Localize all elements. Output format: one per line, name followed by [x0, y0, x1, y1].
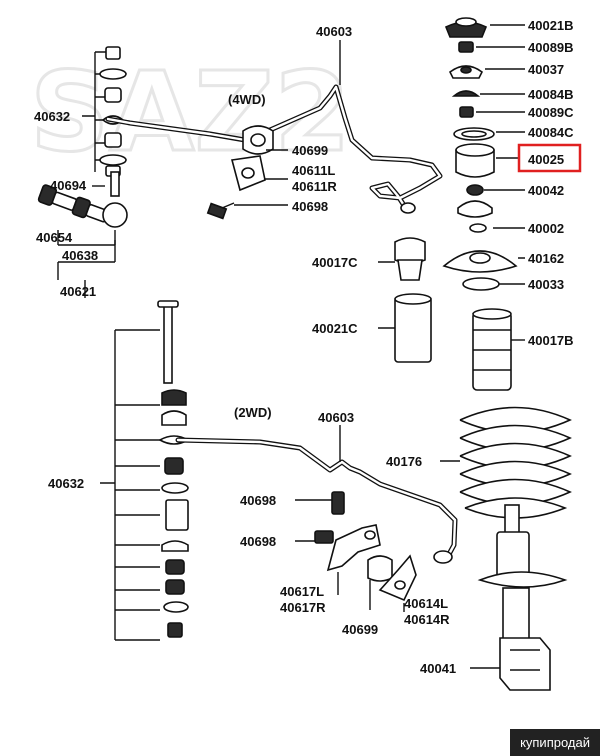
part-label: 40617L [280, 584, 324, 599]
part-label: 40654 [36, 230, 73, 245]
bushing-icon [161, 389, 187, 406]
part-label: 40002 [528, 221, 564, 236]
part-label: 40614R [404, 612, 450, 627]
part-label: 40017B [528, 333, 574, 348]
bump-rubber-icon [472, 311, 512, 391]
bracket-icon [378, 554, 417, 602]
part-label: 40699 [342, 622, 378, 637]
bushing-icon [164, 457, 184, 475]
part-label: 40611R [292, 179, 337, 194]
part-label: 40603 [318, 410, 354, 425]
bolt-icon [206, 202, 228, 220]
part-label: 40603 [316, 24, 352, 39]
shock-absorber [470, 504, 568, 691]
part-label: 40621 [60, 284, 96, 299]
strut-top-stack [442, 17, 525, 291]
bushing-icon [104, 132, 122, 148]
part-label: 40698 [240, 534, 276, 549]
spacer-tube-icon [165, 499, 189, 531]
part-label: 40638 [62, 248, 98, 263]
part-label: 40089C [528, 105, 574, 120]
part-label: 40033 [528, 277, 564, 292]
part-label: 40698 [240, 493, 276, 508]
bump-rubber-b [472, 308, 525, 391]
part-label: 40084B [528, 87, 574, 102]
stabilizer-bushing-icon [367, 555, 393, 582]
part-label: 40162 [528, 251, 564, 266]
dust-boot-icon [394, 296, 432, 363]
part-label: 40176 [386, 454, 422, 469]
part-labels: 40603 (4WD) 40632 40694 40654 40638 4062… [34, 18, 582, 676]
highlight-box [517, 143, 582, 173]
spring-perch-icon [477, 571, 568, 588]
ball-joint-icon [102, 202, 128, 228]
washer-icon [99, 154, 127, 166]
part-label: 40017C [312, 255, 358, 270]
stabilizer-link-group-4wd [37, 46, 128, 298]
part-label: 40632 [34, 109, 70, 124]
nut-icon [459, 106, 474, 118]
bolt-icon [314, 530, 334, 544]
highlighted-part-label: 40025 [528, 152, 564, 167]
bushing-icon [104, 87, 122, 103]
part-label: 40699 [292, 143, 328, 158]
dust-boot [378, 293, 432, 363]
long-bolt-icon [163, 302, 173, 384]
washer-icon [99, 68, 127, 80]
watermark-text: SAZ2 [30, 48, 351, 176]
part-label: 40089B [528, 40, 574, 55]
stabilizer-link-group-2wd [100, 300, 190, 641]
upper-seat-icon [457, 200, 493, 218]
site-badge[interactable]: купипродай [510, 729, 600, 756]
nut-icon [105, 46, 121, 60]
bushing-bracket-group-4wd [206, 125, 288, 220]
bracket-group-2wd [295, 491, 417, 612]
stabilizer-bar-2wd [175, 437, 458, 564]
section-label-2wd: (2WD) [234, 405, 272, 420]
part-label: 40037 [528, 62, 564, 77]
part-label: 40041 [420, 661, 456, 676]
part-label: 40698 [292, 199, 328, 214]
piston-rod-icon [504, 504, 520, 536]
part-label: 40084C [528, 125, 574, 140]
part-label: 40617R [280, 600, 326, 615]
bolt-icon [331, 491, 345, 515]
part-label: 40042 [528, 183, 564, 198]
part-label: 40632 [48, 476, 84, 491]
insulator-icon [466, 184, 484, 196]
part-label: 40614L [404, 596, 448, 611]
shock-tube-icon [502, 587, 530, 644]
nut-icon [167, 622, 183, 638]
part-label: 40021C [312, 321, 358, 336]
link-bolt-icon [110, 171, 120, 197]
part-label: 40021B [528, 18, 574, 33]
section-label-4wd: (4WD) [228, 92, 266, 107]
nut-icon [458, 41, 474, 53]
spacer-icon [451, 90, 481, 97]
part-label: 40694 [50, 178, 87, 193]
bump-stopper [378, 237, 426, 281]
part-label: 40611L [292, 163, 335, 178]
coil-spring [440, 406, 572, 519]
spring-pad-icon [462, 277, 500, 291]
knuckle-bracket-icon [499, 637, 551, 691]
